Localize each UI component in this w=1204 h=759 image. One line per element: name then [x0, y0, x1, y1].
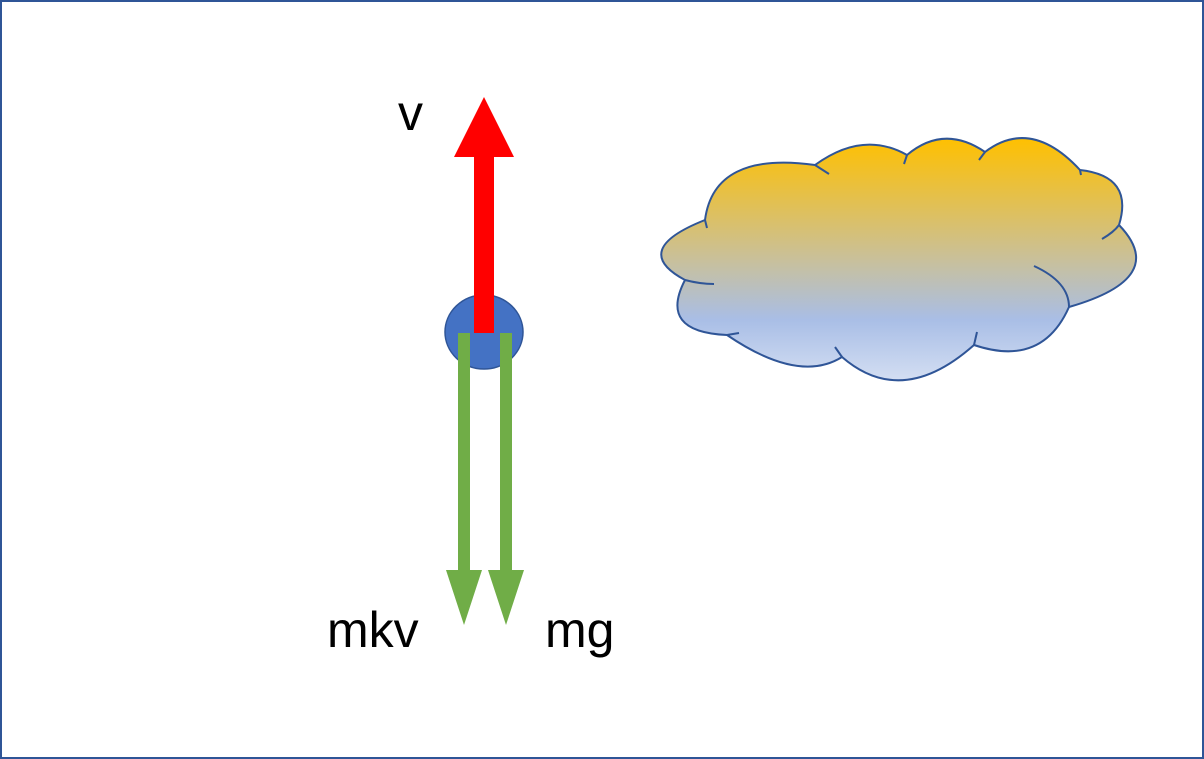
drag-force-label: mkv — [327, 602, 419, 658]
velocity-label: v — [398, 85, 423, 141]
velocity-arrow — [454, 97, 514, 333]
drag-force-arrow — [446, 333, 482, 625]
gravity-force-arrow — [488, 333, 524, 625]
gravity-force-label: mg — [545, 602, 615, 658]
cloud-icon — [660, 137, 1137, 382]
